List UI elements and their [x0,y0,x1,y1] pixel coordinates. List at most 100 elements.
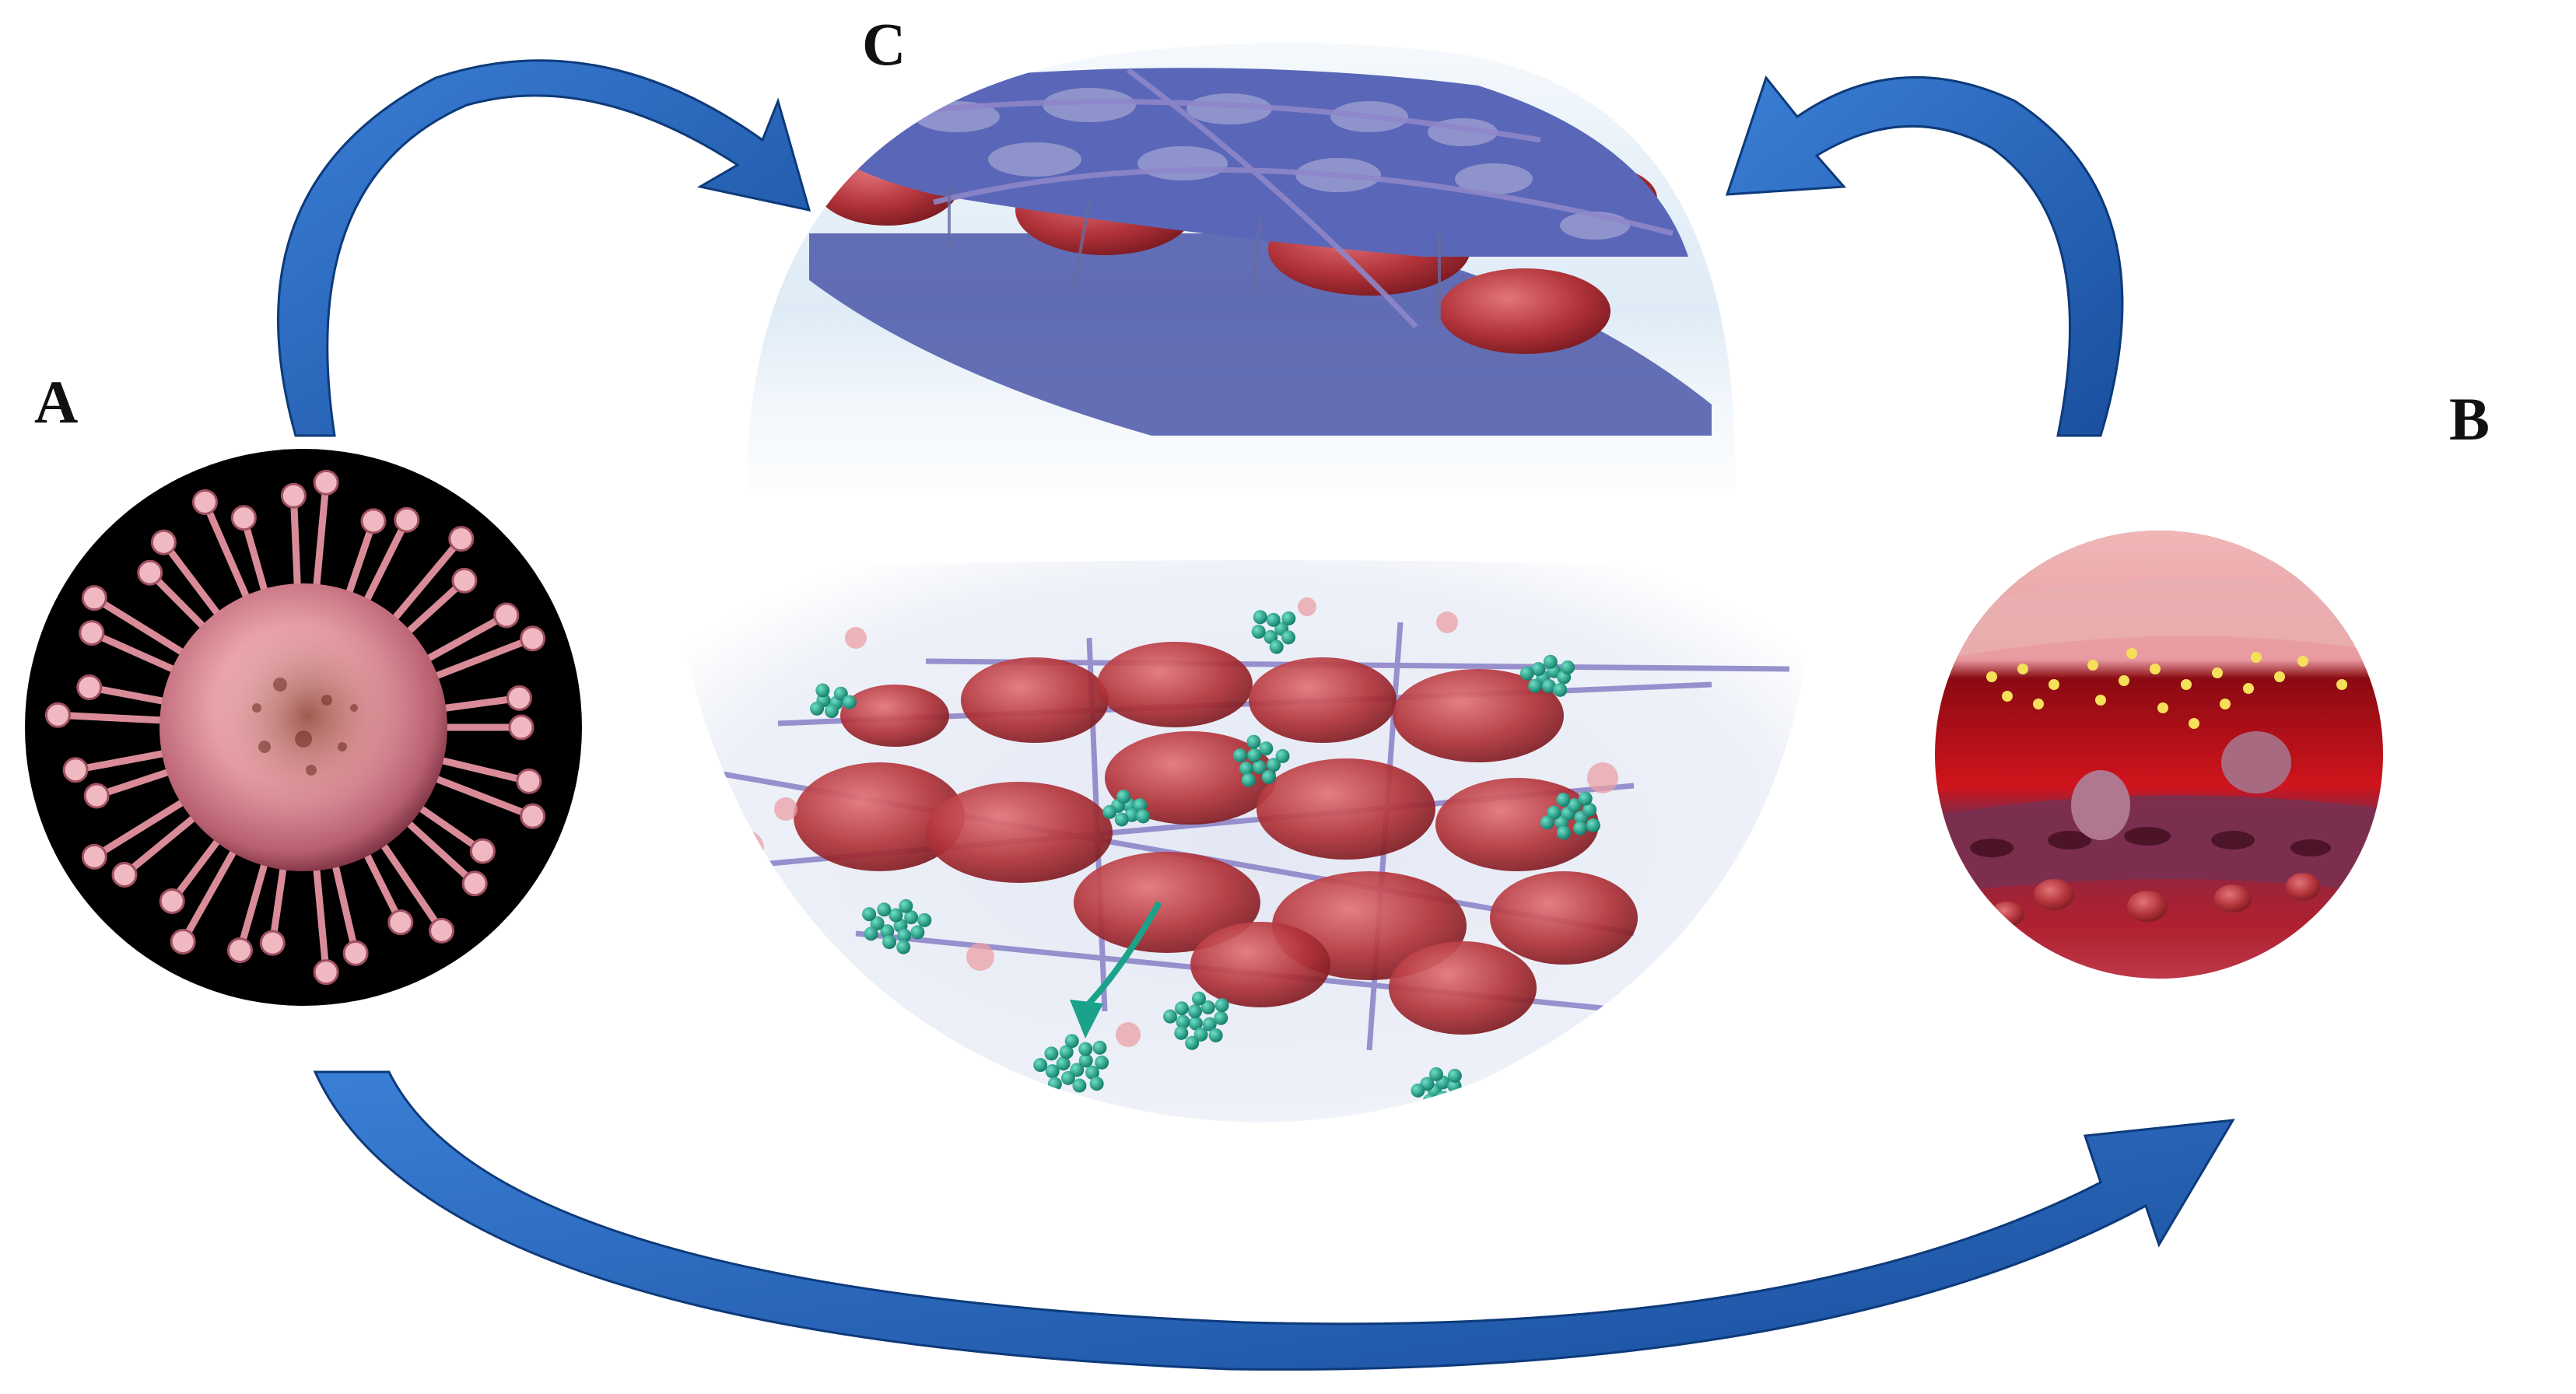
platelet [1116,790,1131,804]
platelet [1193,1027,1208,1042]
spike-stalk [54,711,171,724]
spike-head [62,757,89,783]
cell-fragment [1436,611,1458,633]
particle [2189,718,2199,729]
platelet [1202,1017,1217,1031]
platelet [1531,662,1546,677]
spike-stalk [88,629,183,676]
red-blood-cell [961,657,1109,743]
platelet [1056,1056,1071,1071]
platelet [1267,758,1281,772]
panel-label-a: A [34,368,79,436]
platelet [1070,1063,1085,1077]
platelet [1092,1040,1107,1055]
platelet [842,695,857,709]
spike-stalk [289,492,302,595]
platelet [1059,1045,1074,1060]
platelet [1089,1077,1104,1091]
red-blood-cell [1389,941,1537,1035]
spike-stalk [121,810,202,879]
spike-head [44,702,71,728]
spike-stalk [360,846,405,926]
platelet [1553,682,1568,697]
spike-stalk [312,478,330,596]
spike-stalk [360,516,411,609]
spike-head [360,508,387,534]
spike-stalk [159,538,226,622]
spike-head [394,506,420,533]
platelet [833,686,848,701]
platelet [1251,625,1266,639]
spike-stalk [376,836,446,934]
clot-network [669,560,1813,1123]
virus-spikes [44,469,546,986]
platelet [1573,821,1588,835]
platelet [824,704,839,719]
spike-head [516,768,542,794]
spike-head [191,489,218,515]
cell-fragment [730,831,764,865]
red-blood-cell [1074,852,1260,953]
spike-stalk [168,832,226,905]
platelet [1174,1025,1189,1040]
red-blood-cell [1190,922,1330,1007]
particle [2297,656,2308,667]
particle [2095,695,2106,706]
spike-stalk [412,800,486,855]
platelet [1208,1028,1223,1042]
platelet [1214,998,1229,1013]
spike-head [520,625,546,652]
spike-head [170,928,196,954]
platelet [1214,1010,1228,1025]
virus-panel [25,449,582,1006]
particle [2251,652,2262,663]
spike-head [451,567,478,594]
platelet [810,701,825,716]
platelet [917,912,932,927]
spike-stalk [236,854,270,954]
platelet [1241,772,1256,787]
platelet [877,902,892,917]
particle [2274,671,2285,682]
platelet [1519,666,1534,681]
spike-head [448,526,475,552]
platelet [1411,1083,1425,1098]
cell-fragment [1587,762,1618,793]
particle [2220,699,2231,709]
platelet [1085,1065,1099,1080]
platelet [1540,815,1554,830]
red-blood-cell [1249,657,1397,743]
spike-head [429,917,455,944]
platelet [1176,1014,1190,1029]
particle [2017,664,2028,674]
platelet [1072,1078,1087,1093]
platelet [864,926,878,941]
spike-head [493,602,520,629]
platelet [1162,1009,1177,1024]
panel-label-c: C [862,10,906,78]
platelet [815,683,830,698]
platelet [1133,798,1148,813]
spike-stalk [434,694,523,713]
red-blood-cell [840,685,949,747]
spike-head [150,529,177,555]
spike-head [469,838,496,864]
spike-stalk [400,815,478,888]
platelet [1200,1000,1215,1015]
spike-head [137,559,163,586]
platelet [1252,760,1267,775]
spike-head [506,685,532,711]
platelet [1281,630,1296,645]
spike-head [313,469,339,496]
cell-fragment [845,627,867,649]
platelet [888,908,903,923]
platelet [1567,798,1582,813]
platelet [1259,741,1274,756]
spike-head [313,959,339,986]
platelet [1543,654,1558,669]
red-blood-cell [794,762,965,871]
spike-stalk [330,856,359,957]
particle [2119,675,2129,686]
spike-stalk [343,517,377,602]
